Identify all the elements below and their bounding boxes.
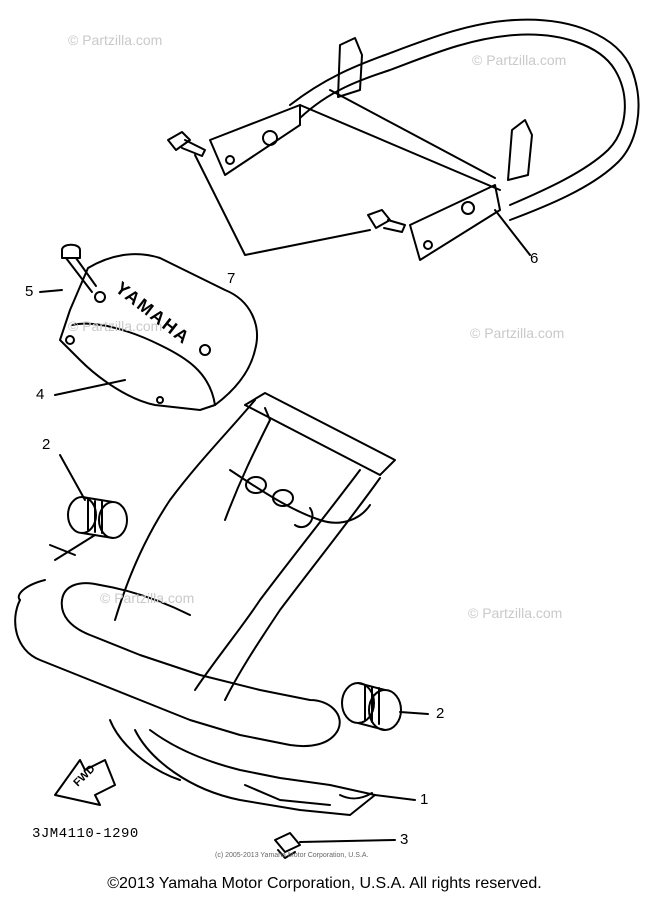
- bolt-3: [274, 832, 301, 859]
- small-copyright: (c) 2005-2013 Yamaha Motor Corporation, …: [215, 852, 369, 859]
- callout-2: 2: [436, 705, 445, 722]
- callout-line-1: [374, 794, 416, 801]
- callout-5: 5: [25, 283, 34, 300]
- bumper-right: [341, 682, 402, 731]
- bumper-left: [67, 496, 128, 539]
- fwd-arrow-badge: [54, 759, 116, 806]
- yamaha-cover-panel: [59, 253, 258, 411]
- copyright-footer: ©2013 Yamaha Motor Corporation, U.S.A. A…: [107, 875, 542, 892]
- bolt-right: [367, 209, 406, 233]
- callout-line-6: [494, 209, 531, 256]
- watermark: © Partzilla.com: [470, 325, 565, 341]
- bolt-left: [167, 131, 206, 157]
- callout-line-4: [54, 379, 126, 396]
- part-number: 3JM4110-1290: [32, 826, 139, 842]
- rear-grab-bar: [209, 18, 640, 261]
- callout-7: 7: [227, 270, 236, 287]
- callout-3: 3: [400, 831, 409, 848]
- callout-line-7: [194, 154, 371, 256]
- callout-1: 1: [420, 791, 429, 808]
- watermark: © Partzilla.com: [468, 605, 563, 621]
- callout-line-5: [39, 289, 63, 293]
- callout-2: 2: [42, 436, 51, 453]
- watermark: © Partzilla.com: [68, 32, 163, 48]
- watermark: © Partzilla.com: [68, 318, 163, 334]
- front-guard-frame: [14, 392, 396, 816]
- callout-line-2a: [59, 454, 86, 501]
- watermark: © Partzilla.com: [472, 52, 567, 68]
- callout-line-3: [299, 839, 396, 843]
- callout-4: 4: [36, 386, 45, 403]
- bolt-5: [61, 243, 97, 293]
- callout-line-2b: [399, 711, 429, 715]
- watermark: © Partzilla.com: [100, 590, 195, 606]
- callout-6: 6: [530, 250, 539, 267]
